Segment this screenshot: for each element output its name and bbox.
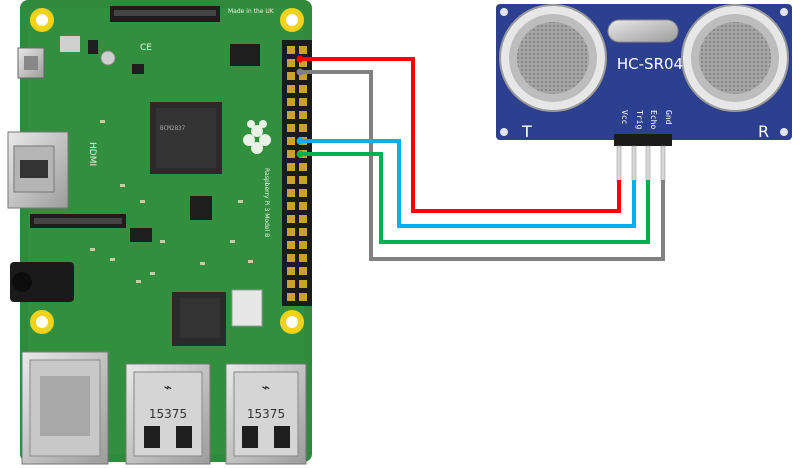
trig-wire: [300, 139, 636, 228]
transmitter-transducer: [499, 4, 607, 112]
gpio-pin: [299, 59, 307, 67]
gpio-pin: [299, 293, 307, 301]
gpio-pin: [287, 59, 295, 67]
gpio-pin: [299, 163, 307, 171]
svg-text:15375: 15375: [247, 407, 285, 421]
vcc-wire: [300, 57, 621, 213]
sensor-pin-label: Vcc: [620, 110, 629, 125]
gpio-pin: [299, 254, 307, 262]
sensor-pin-label: Gnd: [664, 110, 673, 125]
gpio-pin: [287, 85, 295, 93]
gpio-pin: [287, 176, 295, 184]
gpio-pin: [287, 163, 295, 171]
wires: [296, 55, 665, 261]
wire-terminal: [296, 55, 304, 63]
raspberry-pi-board: Made in the UK CE HDMI BCM2837: [7, 0, 312, 465]
gpio-pin: [287, 189, 295, 197]
gpio-pin: [299, 176, 307, 184]
ce-mark: CE: [140, 43, 152, 53]
board-name: Raspberry Pi 3 Model B: [263, 168, 270, 237]
gpio-pin: [299, 85, 307, 93]
usb-port: ⌁ 15375: [225, 363, 307, 465]
mounting-hole: [30, 8, 54, 32]
transmitter-label: T: [521, 122, 532, 141]
sensor-pin-header: [614, 134, 672, 146]
gpio-pin: [287, 111, 295, 119]
gpio-pin: [287, 124, 295, 132]
receiver-transducer: [681, 4, 789, 112]
audio-jack: [10, 262, 74, 302]
gpio-pin: [287, 137, 295, 145]
gpio-pin: [287, 293, 295, 301]
gpio-pin: [287, 241, 295, 249]
gpio-pin: [299, 280, 307, 288]
copyright-text: Made in the UK: [228, 8, 275, 15]
sensor-pin: [660, 145, 666, 183]
mounting-hole: [30, 310, 54, 334]
gpio-pin: [287, 215, 295, 223]
hc-sr04-sensor: HC-SR04 T R Vcc Trig Echo Gnd: [496, 4, 792, 183]
gpio-pin: [287, 202, 295, 210]
gpio-pin: [287, 254, 295, 262]
gpio-pin: [299, 202, 307, 210]
svg-text:BCM2837: BCM2837: [160, 125, 186, 132]
gpio-pin: [299, 215, 307, 223]
hdmi-port: [7, 131, 69, 209]
usb-symbol-icon: ⌁: [262, 380, 270, 396]
usb-port: ⌁ 15375: [125, 363, 211, 465]
sensor-pin: [631, 145, 637, 183]
gpio-pin: [287, 72, 295, 80]
mounting-hole: [280, 8, 304, 32]
gpio-pin: [299, 111, 307, 119]
crystal-oscillator: [607, 19, 679, 43]
hdmi-label: HDMI: [87, 142, 97, 166]
gpio-pin: [299, 267, 307, 275]
gpio-pin: [299, 46, 307, 54]
raspberry-logo-icon: [243, 120, 271, 154]
wire-terminal: [296, 137, 304, 145]
gpio-pin: [287, 46, 295, 54]
gpio-pin: [299, 72, 307, 80]
gpio-pin: [299, 98, 307, 106]
receiver-label: R: [758, 122, 769, 141]
gpio-pin: [287, 267, 295, 275]
sensor-pin: [616, 145, 622, 183]
gpio-pin: [287, 98, 295, 106]
sensor-pin-label: Trig: [635, 110, 644, 129]
gpio-pin: [299, 189, 307, 197]
mounting-hole: [280, 310, 304, 334]
gnd-wire: [300, 70, 665, 261]
usb-symbol-icon: ⌁: [164, 380, 172, 396]
sensor-pin: [645, 145, 651, 183]
wire-terminal: [296, 68, 304, 76]
wire-terminal: [296, 150, 304, 158]
gpio-pin: [299, 241, 307, 249]
sensor-model-label: HC-SR04: [617, 55, 683, 73]
gpio-pin: [299, 124, 307, 132]
ethernet-port: [21, 351, 109, 465]
echo-wire: [300, 152, 650, 244]
gpio-pin: [287, 150, 295, 158]
gpio-pin: [299, 228, 307, 236]
svg-text:15375: 15375: [149, 407, 187, 421]
gpio-header: [282, 40, 312, 306]
gpio-pin: [287, 280, 295, 288]
sensor-pin-label: Echo: [649, 110, 658, 129]
gpio-pin: [287, 228, 295, 236]
